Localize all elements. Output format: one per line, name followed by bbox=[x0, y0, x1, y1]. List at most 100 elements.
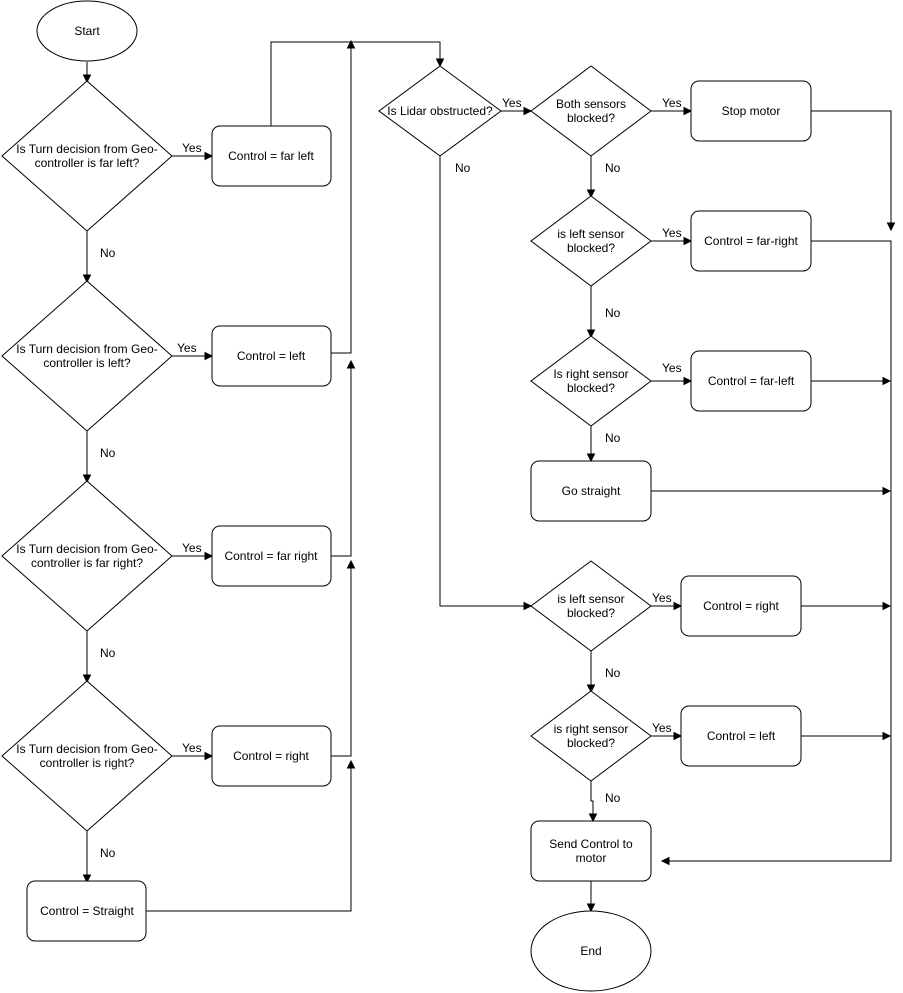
edge-label-yes: Yes bbox=[652, 591, 672, 605]
decision-left-sensor-2-line-1: is left sensor bbox=[557, 592, 624, 606]
edge-labels: Yes Yes Yes Yes No No No No Yes No Yes N… bbox=[100, 96, 682, 860]
arrowhead bbox=[82, 474, 92, 484]
process-control-straight bbox=[26, 880, 147, 942]
start-terminal bbox=[36, 0, 138, 62]
process-control-far-left-2 bbox=[690, 350, 812, 412]
arrowhead bbox=[660, 856, 670, 866]
arrowhead bbox=[82, 674, 92, 684]
edge-label-yes: Yes bbox=[177, 341, 197, 355]
arrowhead bbox=[586, 329, 596, 339]
decision-left-sensor-1-line-1: is left sensor bbox=[557, 227, 624, 241]
decision-far-right bbox=[1, 480, 173, 632]
decision-left-line-2: controller is left? bbox=[43, 356, 131, 370]
arrowhead bbox=[882, 486, 892, 496]
arrowhead bbox=[523, 601, 533, 611]
arrowhead bbox=[586, 684, 596, 694]
process-control-right-2 bbox=[680, 575, 802, 637]
process-control-far-right bbox=[211, 525, 332, 587]
decision-both-sensors-line-1: Both sensors bbox=[556, 97, 626, 111]
edge-label-yes: Yes bbox=[662, 361, 682, 375]
edge-stop-motor-out bbox=[811, 110, 892, 224]
arrowhead bbox=[523, 106, 533, 116]
decision-far-right-line-2: controller is far right? bbox=[31, 556, 143, 570]
arrowhead bbox=[882, 376, 892, 386]
edge-label-yes: Yes bbox=[182, 541, 202, 555]
edge-label-no: No bbox=[100, 646, 116, 660]
process-stop-motor-label: Stop motor bbox=[722, 104, 781, 118]
edge-label-yes: Yes bbox=[662, 226, 682, 240]
arrowhead bbox=[346, 39, 356, 49]
decision-right-line-2: controller is right? bbox=[40, 756, 135, 770]
edge-lidar-no bbox=[439, 156, 524, 607]
process-control-far-right-2 bbox=[690, 210, 812, 272]
decision-right-line-1: Is Turn decision from Geo- bbox=[16, 742, 157, 756]
arrowhead bbox=[586, 189, 596, 199]
arrowhead bbox=[683, 236, 693, 246]
arrowhead bbox=[886, 222, 896, 232]
decision-far-left-line-1: Is Turn decision from Geo- bbox=[16, 142, 157, 156]
edge-c-far-right-merge bbox=[331, 368, 352, 557]
edge-c-far-left-up bbox=[270, 41, 441, 126]
decision-left-sensor-2-line-2: blocked? bbox=[567, 606, 615, 620]
decision-right-sensor-2-line-2: blocked? bbox=[567, 736, 615, 750]
edge-label-yes: Yes bbox=[182, 141, 202, 155]
edge-right-sensor-2-no bbox=[590, 781, 594, 815]
process-control-left-2 bbox=[680, 705, 802, 767]
decision-lidar bbox=[378, 65, 502, 157]
edge-label-no: No bbox=[605, 161, 621, 175]
edge-label-yes: Yes bbox=[662, 96, 682, 110]
process-go-straight bbox=[530, 460, 652, 522]
arrowheads bbox=[82, 39, 896, 913]
arrowhead bbox=[82, 874, 92, 884]
decision-lidar-label: Is Lidar obstructed? bbox=[387, 104, 493, 118]
process-control-far-right-label: Control = far right bbox=[224, 549, 318, 563]
edge-label-yes: Yes bbox=[502, 96, 522, 110]
process-control-far-left-label: Control = far left bbox=[228, 149, 314, 163]
edge-label-yes: Yes bbox=[652, 721, 672, 735]
edge-label-no: No bbox=[100, 246, 116, 260]
edge-c-straight-merge bbox=[146, 768, 352, 912]
edge-c-left-merge bbox=[331, 48, 352, 354]
process-control-straight-label: Control = Straight bbox=[40, 904, 134, 918]
decision-right-sensor-1-line-2: blocked? bbox=[567, 381, 615, 395]
edge-label-no: No bbox=[455, 161, 471, 175]
process-control-right-2-label: Control = right bbox=[703, 599, 779, 613]
arrowhead bbox=[204, 351, 214, 361]
decision-right-sensor-2 bbox=[530, 690, 652, 782]
edge-label-no: No bbox=[605, 306, 621, 320]
end-terminal bbox=[530, 910, 652, 992]
decision-far-left bbox=[1, 80, 173, 232]
decision-right-sensor-1 bbox=[530, 335, 652, 427]
arrowhead bbox=[204, 151, 214, 161]
process-send-control-line-2: motor bbox=[576, 851, 607, 865]
edge-label-no: No bbox=[605, 666, 621, 680]
arrowhead bbox=[82, 274, 92, 284]
arrowhead bbox=[204, 751, 214, 761]
edge-c-far-right-2-out bbox=[668, 240, 892, 862]
arrowhead bbox=[435, 58, 445, 68]
shapes: Start Is Turn decision from Geo- control… bbox=[1, 0, 812, 992]
edge-label-no: No bbox=[605, 791, 621, 805]
process-control-far-left-2-label: Control = far-left bbox=[708, 374, 795, 388]
arrowhead bbox=[346, 759, 356, 769]
arrowhead bbox=[673, 731, 683, 741]
process-stop-motor bbox=[690, 80, 812, 142]
decision-right-sensor-2-line-1: is right sensor bbox=[554, 722, 629, 736]
edge-label-no: No bbox=[100, 446, 116, 460]
decision-left-sensor-1-line-2: blocked? bbox=[567, 241, 615, 255]
process-control-left-2-label: Control = left bbox=[707, 729, 776, 743]
decision-left bbox=[1, 280, 173, 432]
decision-left-line-1: Is Turn decision from Geo- bbox=[16, 342, 157, 356]
process-control-right-label: Control = right bbox=[233, 749, 309, 763]
arrowhead bbox=[588, 813, 598, 823]
arrowhead bbox=[683, 106, 693, 116]
arrowhead bbox=[882, 731, 892, 741]
process-control-far-left bbox=[211, 125, 332, 187]
arrowhead bbox=[673, 601, 683, 611]
arrowhead bbox=[586, 453, 596, 463]
arrowhead bbox=[346, 559, 356, 569]
start-label: Start bbox=[74, 24, 100, 38]
process-control-right bbox=[211, 725, 332, 787]
decision-left-sensor-1 bbox=[530, 195, 652, 287]
edge-label-no: No bbox=[605, 431, 621, 445]
